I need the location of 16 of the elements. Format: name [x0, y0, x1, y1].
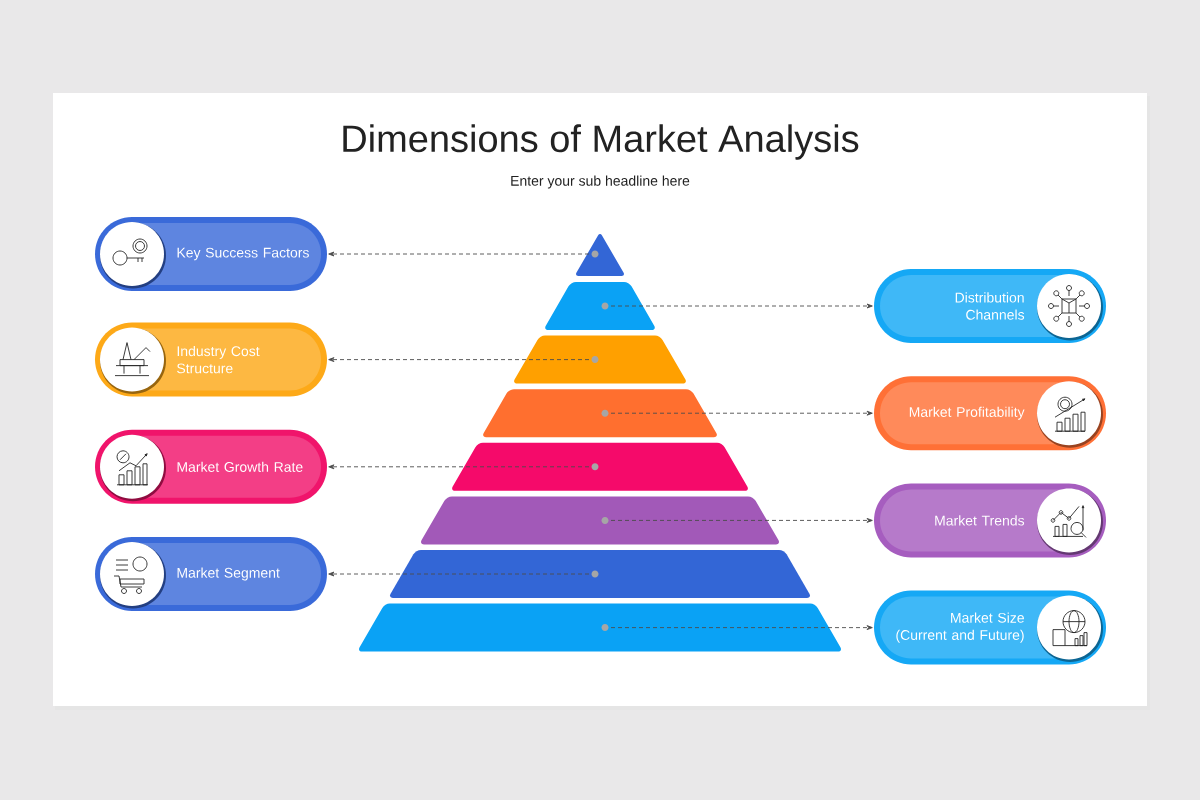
leader-arrow — [610, 517, 873, 523]
leader-arrow — [328, 464, 590, 470]
subtitle: Enter your sub headline here — [511, 175, 690, 189]
pyramid-tier — [514, 335, 686, 384]
leader-arrow — [328, 251, 590, 257]
leader-arrow — [328, 357, 590, 363]
pyramid-tier — [421, 496, 779, 545]
leader-arrow — [610, 410, 873, 416]
pyramid-tip — [576, 234, 624, 276]
leader-arrow — [328, 571, 590, 577]
title: Dimensions of Market Analysis — [343, 124, 859, 160]
leader-arrow — [610, 303, 873, 309]
leader-arrow — [610, 625, 873, 631]
pyramid-tier — [390, 550, 810, 598]
pyramid-tier — [545, 282, 655, 330]
pyramid-tier — [483, 389, 717, 438]
